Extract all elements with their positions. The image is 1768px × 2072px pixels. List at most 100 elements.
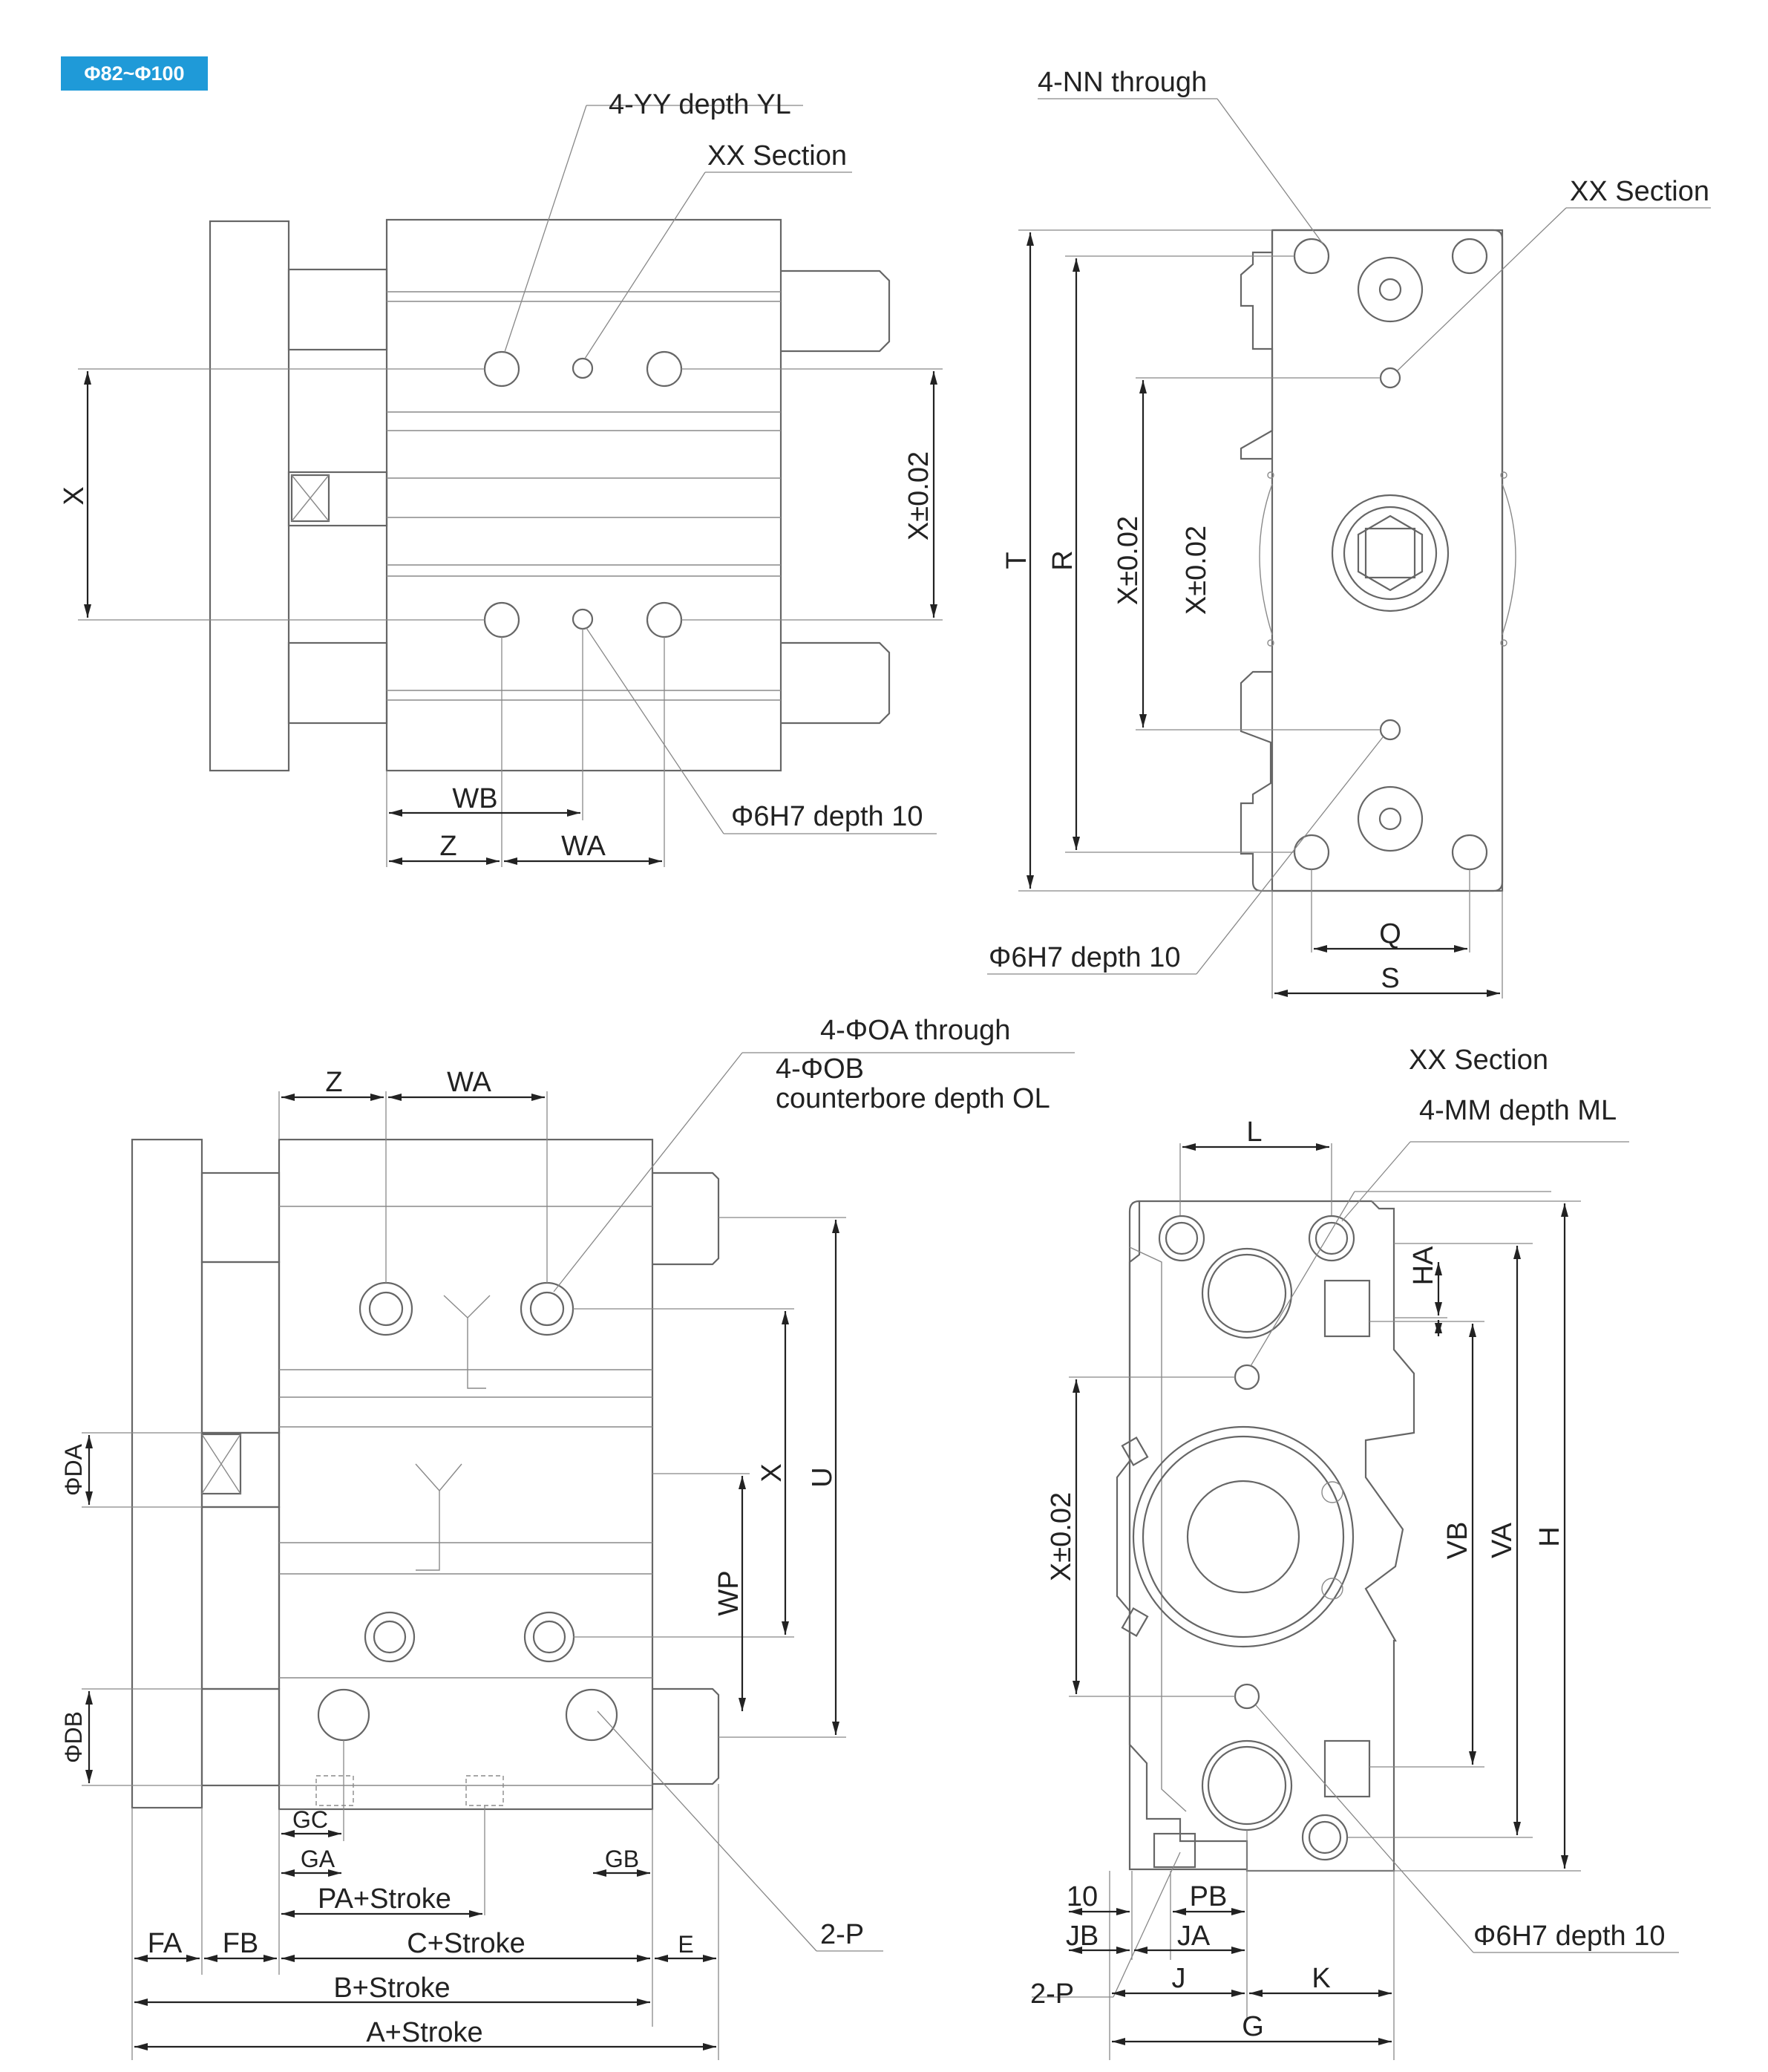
dimension-arrowhead [1116, 1947, 1130, 1954]
dimension-arrowhead [504, 857, 517, 865]
k-label: K [1312, 1963, 1330, 1994]
body [385, 218, 782, 772]
dimension-arrowhead [1249, 1990, 1263, 1997]
x002b-label: X±0.02 [1181, 526, 1212, 615]
dimension-arrowhead [567, 809, 580, 817]
dimension-arrowhead [134, 1955, 148, 1962]
u-label: U [807, 1467, 838, 1487]
bottom-left-view: 4-ΦOA through 4-ΦOB counterbore depth OL… [60, 1015, 1075, 2060]
l-label: L [1246, 1117, 1262, 1148]
oa-label: 4-ΦOA through [820, 1015, 1010, 1046]
dimension-arrowhead [1069, 1908, 1082, 1915]
dimension-arrowhead [1073, 837, 1080, 850]
dimension-arrowhead [832, 1722, 839, 1735]
dimension-arrowhead [389, 857, 402, 865]
dimension-arrowhead [281, 1830, 295, 1837]
dimension-arrowhead [531, 1094, 545, 1101]
vb-label: VB [1442, 1522, 1473, 1560]
yy-label: 4-YY depth YL [609, 89, 791, 120]
upper-rod-stub [781, 269, 891, 353]
bottom-right-view: XX Section 4-MM depth ML L HA VB VA H X±… [1030, 1045, 1679, 2060]
dimension-arrowhead [281, 1955, 295, 1962]
wrench-flat [290, 474, 330, 523]
dimension-arrowhead [832, 1220, 839, 1233]
x-label: X [756, 1463, 788, 1482]
dimension-arrowhead [469, 1910, 482, 1918]
dimension-arrowhead [637, 1955, 650, 1962]
end-plate [131, 1138, 203, 1809]
wa-label: WA [561, 831, 606, 862]
dimension-arrowhead [281, 1869, 295, 1877]
dimension-arrowhead [370, 1094, 384, 1101]
da-label: ΦDA [60, 1443, 87, 1496]
gb-label: GB [605, 1846, 639, 1872]
s-label: S [1381, 963, 1399, 994]
dimension-arrowhead [1073, 1681, 1080, 1694]
j-label: J [1172, 1963, 1186, 1994]
ga-label: GA [301, 1846, 335, 1872]
dimension-arrowhead [1316, 1143, 1329, 1151]
lower-guide-rod [287, 641, 388, 725]
dimension-arrowhead [703, 1955, 716, 1962]
dimension-arrowhead [1112, 2038, 1125, 2045]
upper-guide-rod [287, 268, 388, 351]
q-label: Q [1379, 918, 1401, 950]
dimension-arrowhead [1487, 990, 1500, 997]
fb-label: FB [223, 1928, 259, 1959]
dimension-arrowhead [649, 857, 662, 865]
dimension-arrowhead [328, 1830, 341, 1837]
mm-label: 4-MM depth ML [1419, 1095, 1617, 1126]
top-left-view: 4-YY depth YL XX Section X X±0.02 WB Z W… [59, 89, 943, 867]
dimension-arrowhead [1139, 714, 1147, 728]
dimension-arrowhead [1231, 1990, 1245, 1997]
h-label: H [1534, 1526, 1565, 1546]
end-plate [209, 220, 290, 772]
dimension-arrowhead [703, 2043, 716, 2050]
dimension-arrowhead [281, 1910, 295, 1918]
dimension-arrowhead [1112, 1990, 1125, 1997]
dimension-arrowhead [1134, 1947, 1147, 1954]
xx-label: XX Section [707, 140, 847, 171]
dimension-arrowhead [1314, 945, 1327, 952]
dimension-arrowhead [1069, 1947, 1082, 1954]
dimension-arrowhead [1231, 1908, 1245, 1915]
dimension-arrowhead [85, 1691, 93, 1705]
dimension-arrowhead [1513, 1822, 1521, 1835]
pa-label: PA+Stroke [318, 1883, 451, 1915]
g-label: G [1242, 2011, 1264, 2042]
dimension-arrowhead [1073, 1379, 1080, 1393]
ja-label: JA [1177, 1921, 1211, 1952]
z-label: Z [439, 831, 456, 862]
wb-label: WB [452, 783, 497, 814]
dimension-arrowhead [1469, 1751, 1476, 1765]
dimension-arrowhead [186, 1955, 200, 1962]
dimension-arrowhead [930, 604, 937, 618]
dimension-arrowhead [782, 1311, 789, 1324]
dimension-arrowhead [263, 1955, 277, 1962]
dimension-arrowhead [328, 1869, 341, 1877]
wp-label: WP [713, 1570, 744, 1615]
x002-label: X±0.02 [1046, 1492, 1077, 1581]
dimension-arrowhead [930, 371, 937, 385]
dimension-arrowhead [1139, 380, 1147, 393]
x-label: X [59, 486, 90, 505]
dimension-arrowhead [637, 1999, 650, 2006]
dimension-arrowhead [593, 1869, 606, 1877]
dimension-arrowhead [1231, 1947, 1245, 1954]
pb-label: PB [1190, 1881, 1228, 1912]
dimension-arrowhead [1173, 1908, 1186, 1915]
p-label: 2-P [1030, 1978, 1074, 2010]
a-label: A+Stroke [366, 2017, 482, 2048]
dimension-arrowhead [134, 2043, 148, 2050]
e-label: E [678, 1931, 693, 1958]
t-label: T [1001, 552, 1032, 569]
phi6-label: Φ6H7 depth 10 [1473, 1921, 1666, 1952]
dimension-arrowhead [1378, 1990, 1392, 1997]
phi6-label: Φ6H7 depth 10 [731, 801, 923, 832]
dimension-arrowhead [1561, 1855, 1568, 1869]
xx-label: XX Section [1570, 176, 1709, 207]
p-label: 2-P [820, 1919, 864, 1950]
dimension-arrowhead [1435, 1302, 1442, 1316]
piston-rod [287, 471, 388, 527]
dimension-arrowhead [1561, 1203, 1568, 1217]
